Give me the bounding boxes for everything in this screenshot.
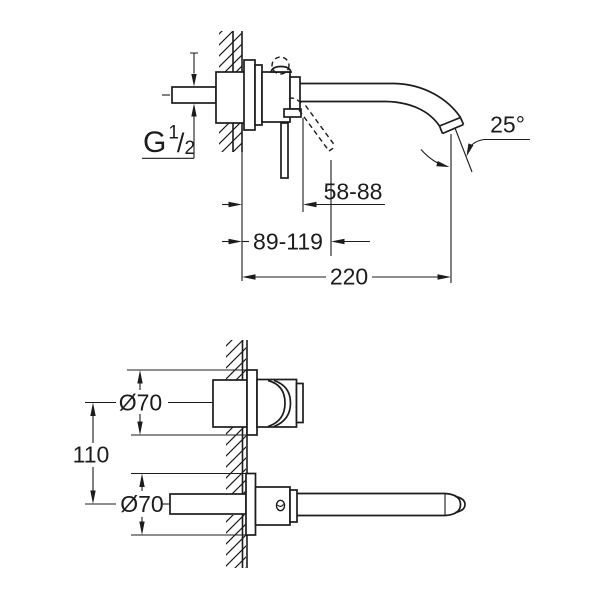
dim-label-25deg: 25° <box>490 112 525 138</box>
handle-knob-phantom <box>271 56 290 75</box>
dim-label-110: 110 <box>73 442 110 468</box>
spout <box>300 82 465 135</box>
lever-handle-phantom <box>287 97 337 152</box>
spout-escutcheon <box>245 472 257 536</box>
dimension-spout-angle: 25° <box>420 112 530 173</box>
wall-section-hatch-2 <box>226 340 246 568</box>
dimension-89-119: 89-119 <box>222 229 370 255</box>
handle-unit <box>212 369 304 436</box>
handle-escutcheon <box>246 369 258 436</box>
wall-section-hatch <box>219 31 242 152</box>
dimension-spout-diameter: Ø70 <box>120 473 164 535</box>
escutcheon-flange <box>243 59 256 131</box>
dim-label-220: 220 <box>330 264 368 290</box>
mixer-body <box>243 56 302 131</box>
brand-logo-mark <box>275 499 286 512</box>
dim-label-89-119: 89-119 <box>253 229 323 255</box>
dimension-handle-diameter: Ø70 <box>119 370 162 435</box>
concealed-inlet-pipe <box>162 86 217 104</box>
spout-aerator-tip <box>438 116 465 135</box>
dim-label-dia70-bottom: Ø70 <box>120 491 163 517</box>
face-view: Ø70 110 Ø70 <box>73 340 466 568</box>
dimension-center-distance: 110 <box>73 402 110 504</box>
handle-concealed-body <box>212 379 248 428</box>
dim-label-58-88: 58-88 <box>324 179 383 205</box>
wall-lines <box>232 31 243 281</box>
lever-handle-down <box>280 122 289 179</box>
dim-label-dia70-top: Ø70 <box>119 390 162 416</box>
angle-reference-line <box>454 127 473 173</box>
dimension-220: 220 <box>242 264 451 290</box>
spout-supply-pipe <box>169 493 247 515</box>
handle-pivot-dome <box>269 65 293 73</box>
spout-unit <box>161 472 466 536</box>
dimension-58-88: 58-88 <box>222 179 385 208</box>
